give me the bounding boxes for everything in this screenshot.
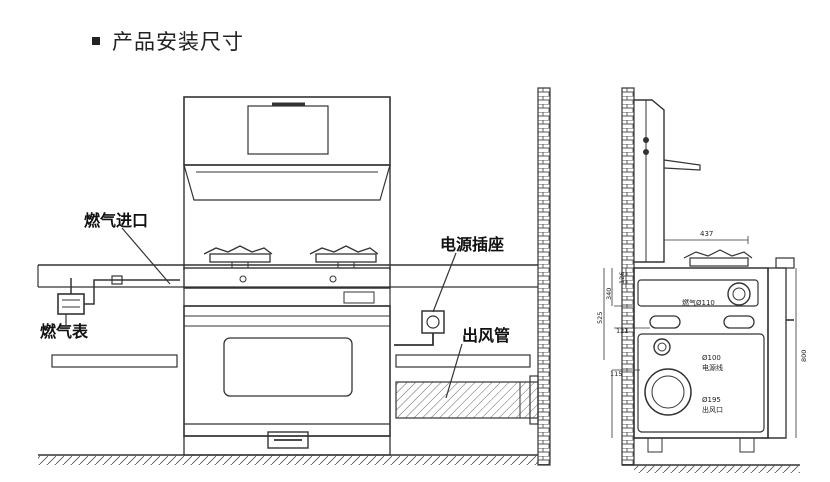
dim-126: 126 bbox=[618, 272, 626, 284]
dim-437: 437 bbox=[700, 230, 713, 238]
side-dimensions bbox=[603, 236, 797, 438]
title-bullet-icon bbox=[92, 37, 100, 45]
side-hood-column bbox=[634, 99, 701, 263]
countertop bbox=[37, 264, 540, 288]
label-gas-inlet: 燃气进口 bbox=[84, 211, 148, 230]
label-power-hole-size: Ø100 bbox=[702, 354, 721, 362]
outlet-circle bbox=[644, 368, 692, 416]
label-power-hole: 电源线 bbox=[702, 363, 723, 372]
label-gas-port: 燃气Ø110 bbox=[682, 298, 715, 307]
side-view: 437 340 126 525 121 115 800 燃气Ø110 Ø100 … bbox=[596, 87, 808, 473]
title-text: 产品安装尺寸 bbox=[112, 30, 244, 54]
label-gas-meter: 燃气表 bbox=[40, 322, 89, 341]
gas-inlet-leader bbox=[121, 227, 171, 285]
front-view: 燃气进口 燃气表 电源插座 出风管 bbox=[37, 87, 551, 466]
label-power-socket: 电源插座 bbox=[440, 235, 504, 254]
gas-port-circle bbox=[727, 282, 751, 306]
label-outlet: 出风口 bbox=[702, 405, 723, 414]
oven-handle bbox=[267, 431, 309, 449]
oven-body bbox=[183, 305, 391, 456]
power-hole-circle bbox=[653, 338, 671, 356]
power-socket bbox=[394, 310, 445, 346]
range-hood bbox=[183, 96, 391, 270]
dim-121: 121 bbox=[616, 327, 628, 335]
dim-525: 525 bbox=[596, 312, 604, 324]
right-burner bbox=[309, 245, 379, 269]
side-cabinet bbox=[633, 267, 794, 453]
gas-meter-box bbox=[57, 293, 85, 315]
section-title: 产品安装尺寸 bbox=[92, 26, 244, 56]
side-burner bbox=[683, 249, 795, 269]
gas-piping bbox=[57, 275, 180, 315]
label-outlet-size: Ø195 bbox=[702, 396, 721, 404]
power-socket-leader bbox=[432, 252, 457, 313]
floor-hatch bbox=[38, 455, 540, 465]
side-floor-hatch bbox=[634, 465, 800, 473]
dim-340: 340 bbox=[605, 288, 613, 300]
hood-display-panel bbox=[247, 105, 329, 155]
dim-800: 800 bbox=[800, 350, 808, 362]
exhaust-pipe-leader bbox=[445, 343, 463, 399]
cabinet-shelf-right bbox=[395, 354, 531, 368]
oven-window bbox=[223, 337, 353, 397]
exhaust-duct bbox=[395, 375, 539, 425]
cabinet-shelf bbox=[51, 354, 178, 368]
label-exhaust-pipe: 出风管 bbox=[462, 326, 510, 345]
wall-front bbox=[537, 87, 551, 466]
dim-115: 115 bbox=[610, 370, 622, 378]
